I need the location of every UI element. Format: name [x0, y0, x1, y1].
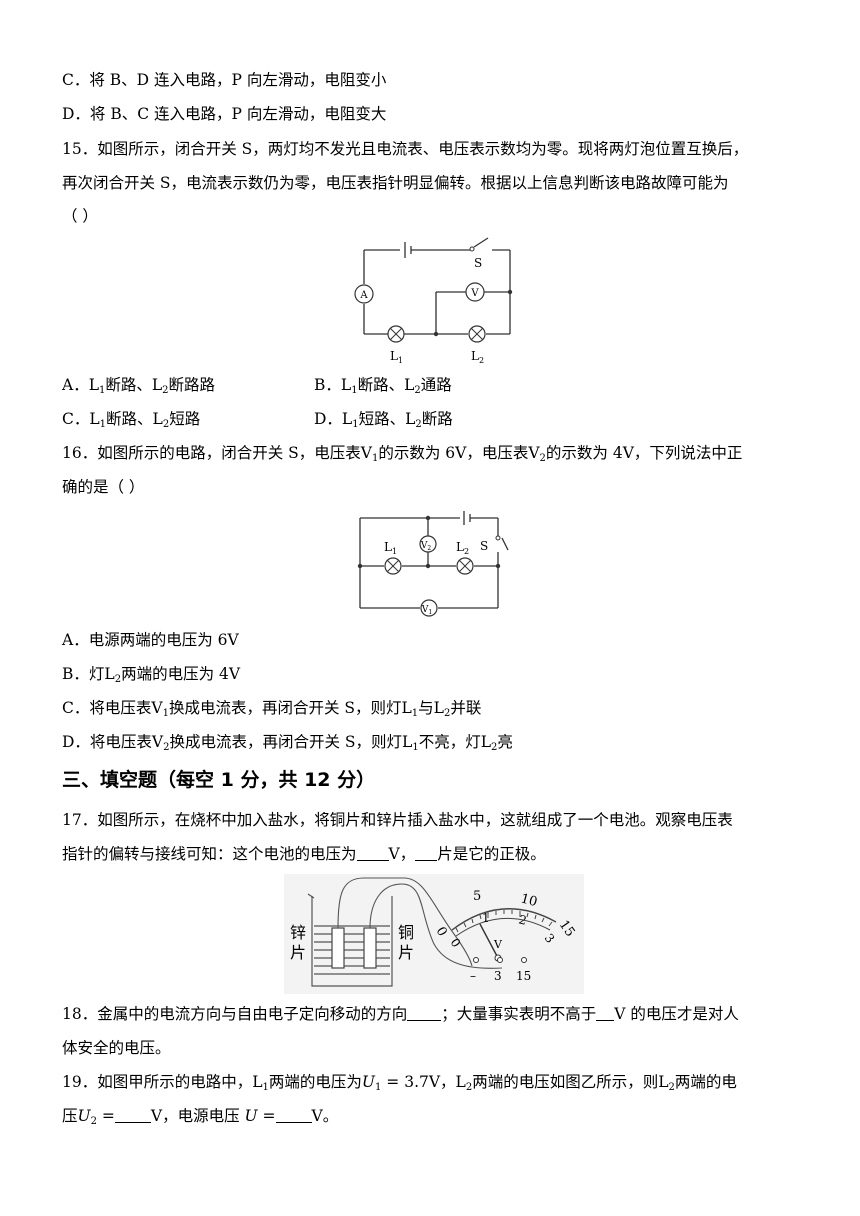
q19-line2: 压U2 =V，电源电压 U =V。	[62, 1107, 339, 1127]
svg-text:V1: V1	[421, 605, 432, 616]
voltmeter-icon: V	[465, 282, 485, 302]
zinc-label-top: 锌	[290, 923, 306, 942]
lamp-l2-label: L2	[456, 540, 469, 556]
blank[interactable]	[356, 846, 389, 861]
q15-stem-line1: 15．如图所示，闭合开关 S，两灯均不发光且电流表、电压表示数均为零。现将两灯泡…	[62, 140, 749, 158]
q15-stem-line3: （ ）	[62, 207, 98, 225]
zinc-label-bottom: 片	[290, 943, 306, 962]
zinc-plate	[331, 927, 345, 969]
copper-label-top: 铜	[398, 923, 414, 942]
lamp-l1-label: L1	[384, 540, 397, 556]
meter-needle	[479, 923, 499, 959]
svg-text:A: A	[359, 290, 368, 301]
scale-top-10: 10	[519, 891, 539, 910]
q16-stem-line1: 16．如图所示的电路，闭合开关 S，电压表V1的示数为 6V，电压表V2的示数为…	[62, 444, 743, 464]
lamp-l2-icon	[468, 325, 486, 343]
lamp-l1-label: L1	[390, 349, 403, 365]
switch-label: S	[480, 539, 488, 553]
terminal-3: 3	[494, 969, 502, 983]
copper-label-bottom: 片	[398, 943, 414, 962]
blank[interactable]	[596, 1006, 615, 1021]
voltmeter-v1-icon: V1	[420, 599, 438, 617]
switch-label: S	[474, 256, 482, 270]
ammeter-icon: A	[354, 284, 374, 304]
scale-top-5: 5	[473, 889, 481, 904]
q16-circuit-diagram: V2 V1 L1 L2 S	[357, 511, 509, 617]
q16-option-b: B．灯L2两端的电压为 4V	[62, 665, 241, 685]
q15-option-b: B．L1断路、L2通路	[314, 376, 452, 396]
q15-circuit-diagram: A V S L1 L2	[354, 237, 513, 365]
svg-text:V: V	[470, 288, 479, 299]
q15-stem-line2: 再次闭合开关 S，电流表示数仍为零，电压表指针明显偏转。根据以上信息判断该电路故…	[62, 174, 729, 192]
q17-stem-line1: 17．如图所示，在烧杯中加入盐水，将铜片和锌片插入盐水中，这就组成了一个电池。观…	[62, 811, 733, 829]
scale-bottom-2: 2	[517, 912, 528, 928]
q16-option-c: C．将电压表V1换成电流表，再闭合开关 S，则灯L1与L2并联	[62, 699, 482, 719]
lamp-l2-icon	[456, 557, 474, 575]
section-heading: 三、填空题（每空 1 分，共 12 分）	[62, 769, 376, 791]
svg-text:V2: V2	[420, 541, 432, 552]
lamp-l2-label: L2	[471, 349, 484, 365]
copper-plate	[363, 927, 377, 969]
svg-text:V: V	[493, 938, 503, 951]
q14-option-d: D．将 B、C 连入电路，P 向左滑动，电阻变大	[62, 105, 387, 123]
blank[interactable]	[275, 1108, 312, 1123]
terminal-15: 15	[516, 969, 531, 983]
blank[interactable]	[114, 1108, 151, 1123]
blank[interactable]	[415, 846, 438, 861]
q19-line1: 19．如图甲所示的电路中，L1两端的电压为U1 = 3.7V，L2两端的电压如图…	[62, 1073, 737, 1093]
q18-line2: 体安全的电压。	[62, 1039, 171, 1057]
q17-battery-voltmeter-figure: 锌 片 铜 片 V 0 5 10 15 0 1 2 3 – 3 15	[284, 874, 584, 994]
q16-stem-line2: 确的是（ ）	[62, 478, 145, 496]
voltmeter-v2-icon: V2	[419, 535, 437, 553]
q16-option-a: A．电源两端的电压为 6V	[62, 631, 239, 649]
q15-option-c: C．L1断路、L2短路	[62, 410, 201, 430]
scale-bottom-1: 1	[482, 911, 490, 925]
q16-option-d: D．将电压表V2换成电流表，再闭合开关 S，则灯L1不亮，灯L2亮	[62, 733, 513, 753]
q15-option-a: A．L1断路、L2断路路	[62, 376, 216, 396]
q14-option-c: C．将 B、D 连入电路，P 向左滑动，电阻变小	[62, 71, 387, 89]
terminal-negative: –	[470, 969, 476, 983]
blank[interactable]	[407, 1006, 442, 1021]
q15-option-d: D．L1短路、L2断路	[314, 410, 453, 430]
lamp-l1-icon	[384, 557, 402, 575]
lamp-l1-icon	[387, 325, 405, 343]
